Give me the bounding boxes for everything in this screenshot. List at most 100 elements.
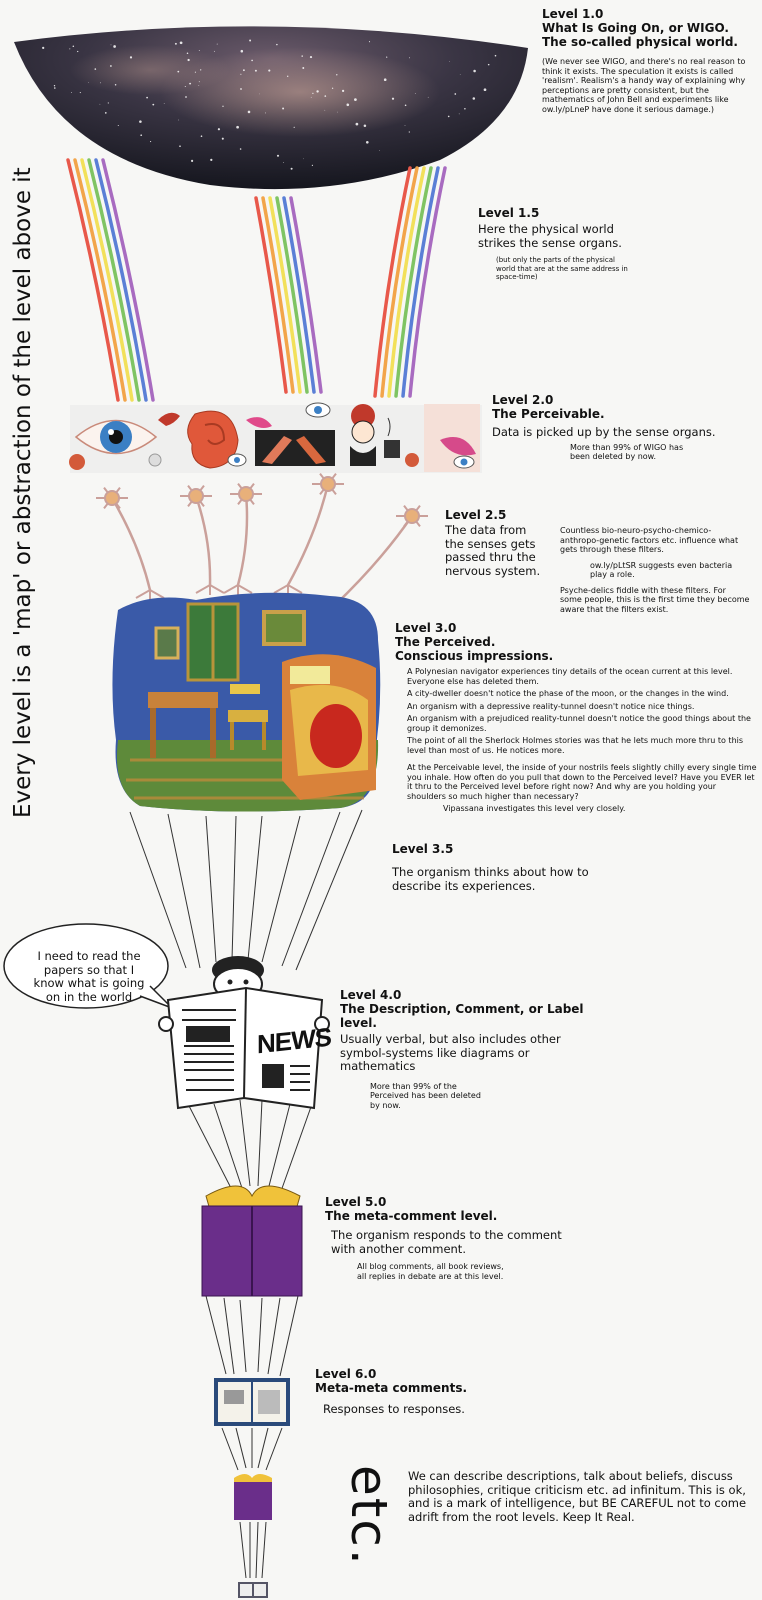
small-ear-icon bbox=[69, 454, 85, 470]
star bbox=[194, 71, 196, 73]
level-2-5-notes: Countless bio-neuro-psycho-chemico-anthr… bbox=[560, 526, 750, 617]
speech-bubble-text: I need to read the papers so that I know… bbox=[33, 949, 145, 1004]
level-text: The data from the senses gets passed thr… bbox=[445, 523, 541, 578]
level-text: Here the physical world strikes the sens… bbox=[478, 222, 622, 250]
light-ray bbox=[261, 196, 295, 394]
abstraction-line bbox=[239, 1521, 247, 1579]
light-ray bbox=[80, 158, 134, 402]
star bbox=[77, 50, 79, 53]
star bbox=[100, 82, 102, 84]
eye-icon bbox=[74, 419, 158, 455]
star bbox=[354, 98, 357, 101]
level-text: Responses to responses. bbox=[323, 1402, 465, 1416]
level-note: Vipassana investigates this level very c… bbox=[443, 804, 626, 813]
star bbox=[240, 49, 244, 53]
star bbox=[355, 122, 359, 126]
star bbox=[408, 131, 410, 133]
level-title: The so-called physical world. bbox=[542, 35, 738, 49]
level-note: An organism with a depressive reality-tu… bbox=[407, 701, 695, 711]
star bbox=[464, 107, 466, 110]
abstraction-line bbox=[255, 1521, 259, 1579]
light-ray bbox=[101, 158, 155, 402]
level-number: Level 2.5 bbox=[445, 508, 507, 522]
star bbox=[94, 68, 97, 70]
light-rays bbox=[66, 158, 447, 402]
star bbox=[247, 110, 251, 114]
star bbox=[363, 124, 367, 128]
abstraction-line bbox=[257, 1297, 263, 1373]
neurons bbox=[96, 472, 428, 616]
level-3-0: Level 3.0 The Perceived. Conscious impre… bbox=[395, 621, 757, 817]
level-4-0: Level 4.0 The Description, Comment, or L… bbox=[340, 988, 610, 1110]
abstraction-line bbox=[221, 1427, 239, 1471]
abstraction-line bbox=[265, 1427, 283, 1471]
star bbox=[259, 93, 260, 95]
abstraction-line bbox=[267, 1103, 291, 1191]
star bbox=[129, 56, 133, 59]
star bbox=[331, 87, 334, 89]
level-title: The Perceivable. bbox=[492, 407, 605, 421]
star bbox=[198, 85, 200, 86]
lips-icon bbox=[246, 417, 272, 428]
star bbox=[99, 103, 101, 105]
star bbox=[454, 93, 457, 95]
tiny-book-icon bbox=[238, 1582, 268, 1598]
level-title: Meta-meta comments. bbox=[315, 1381, 468, 1395]
star bbox=[110, 44, 112, 46]
level-note: ow.ly/pLtSR suggests even bacteria play … bbox=[590, 560, 733, 580]
star bbox=[216, 43, 218, 45]
level-title: The Description, Comment, or Label level… bbox=[340, 1002, 584, 1030]
neuron bbox=[223, 482, 262, 595]
star bbox=[427, 96, 429, 98]
star bbox=[404, 125, 406, 126]
light-ray bbox=[387, 166, 426, 398]
light-ray bbox=[289, 196, 323, 394]
level-2-5: Level 2.5 The data from the senses gets … bbox=[445, 508, 545, 578]
star bbox=[311, 164, 313, 166]
star bbox=[240, 73, 242, 75]
star bbox=[198, 50, 200, 52]
star bbox=[186, 52, 189, 55]
speech-bubble bbox=[3, 923, 173, 1009]
abstraction-line bbox=[257, 1427, 269, 1469]
star bbox=[290, 167, 293, 170]
star bbox=[150, 141, 152, 143]
star bbox=[283, 162, 284, 164]
abstraction-line bbox=[257, 1099, 263, 1187]
abstraction-line bbox=[261, 1521, 267, 1579]
neuron bbox=[96, 486, 165, 600]
star bbox=[459, 74, 461, 75]
level-note: Psyche-delics fiddle with these filters.… bbox=[560, 585, 750, 614]
level-note: More than 99% of WIGO has been deleted b… bbox=[570, 442, 684, 462]
star bbox=[473, 69, 476, 73]
neuron bbox=[180, 484, 225, 595]
abstraction-line bbox=[295, 809, 363, 971]
light-ray bbox=[408, 166, 447, 398]
star bbox=[184, 85, 186, 88]
level-text: The organism responds to the comment wit… bbox=[331, 1228, 562, 1256]
star bbox=[53, 85, 56, 87]
abstraction-line bbox=[247, 815, 263, 961]
star bbox=[222, 105, 224, 107]
star bbox=[324, 109, 326, 111]
star bbox=[88, 81, 89, 83]
star bbox=[191, 159, 194, 162]
star bbox=[324, 95, 327, 97]
level-notes: A Polynesian navigator experiences tiny … bbox=[395, 667, 757, 814]
star bbox=[163, 103, 165, 104]
star bbox=[239, 148, 242, 150]
star bbox=[79, 92, 81, 94]
level-number: Level 4.0 bbox=[340, 988, 402, 1002]
level-note: More than 99% of the Perceived has been … bbox=[370, 1081, 481, 1110]
level-note: A Polynesian navigator experiences tiny … bbox=[407, 667, 733, 686]
abstraction-line bbox=[213, 1103, 243, 1189]
star bbox=[391, 97, 395, 100]
star bbox=[146, 96, 148, 99]
open-book-icon bbox=[214, 1378, 290, 1426]
level-text: Data is picked up by the sense organs. bbox=[492, 425, 716, 439]
star bbox=[42, 46, 45, 50]
star bbox=[198, 81, 200, 83]
star bbox=[174, 42, 177, 45]
star bbox=[336, 111, 338, 113]
